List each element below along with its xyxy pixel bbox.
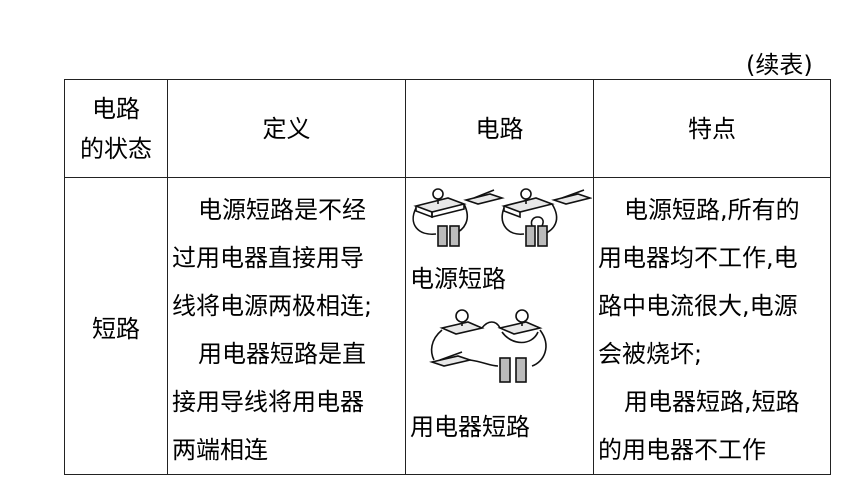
definition-line: 两端相连 <box>172 436 268 464</box>
appliance-short-circuit-diagram <box>429 309 547 383</box>
feature-line: 的用电器不工作 <box>598 436 766 464</box>
state-cell: 短路 <box>64 177 168 475</box>
definition-line: 接用导线将用电器 <box>172 388 364 416</box>
circuit-cell: 电源短路 <box>405 177 594 475</box>
short-circuit-row: 短路 电源短路是不经 过用电器直接用导 线将电源两极相连; 用电器短路是直 接用… <box>64 177 831 475</box>
header-circuit: 电路 <box>405 79 594 178</box>
feature-line: 用电器均不工作,电 <box>598 244 798 272</box>
table-continued-note: (续表) <box>746 51 813 79</box>
feature-line: 会被烧坏; <box>598 340 703 368</box>
header-row: 电路 的状态 定义 电路 特点 <box>64 79 831 178</box>
feature-line: 用电器短路,短路 <box>624 388 800 416</box>
definition-line: 线将电源两极相连; <box>172 292 373 320</box>
appliance-short-label: 用电器短路 <box>410 413 530 441</box>
definition-line: 电源短路是不经 <box>198 196 366 224</box>
feature-line: 电源短路,所有的 <box>624 196 800 224</box>
header-state: 电路 的状态 <box>64 79 168 178</box>
source-short-circuit-diagram <box>412 188 592 247</box>
header-feature: 特点 <box>593 79 831 178</box>
circuit-state-table: 电路 的状态 定义 电路 特点 短路 电源短路是不经 过用电器直接用导 线将电源… <box>64 79 831 475</box>
definition-cell: 电源短路是不经 过用电器直接用导 线将电源两极相连; 用电器短路是直 接用导线将… <box>167 177 406 475</box>
header-definition: 定义 <box>167 79 406 178</box>
definition-line: 用电器短路是直 <box>198 340 366 368</box>
definition-line: 过用电器直接用导 <box>172 244 364 272</box>
feature-cell: 电源短路,所有的 用电器均不工作,电 路中电流很大,电源 会被烧坏; 用电器短路… <box>593 177 831 475</box>
feature-line: 路中电流很大,电源 <box>598 292 798 320</box>
source-short-label: 电源短路 <box>410 265 506 293</box>
